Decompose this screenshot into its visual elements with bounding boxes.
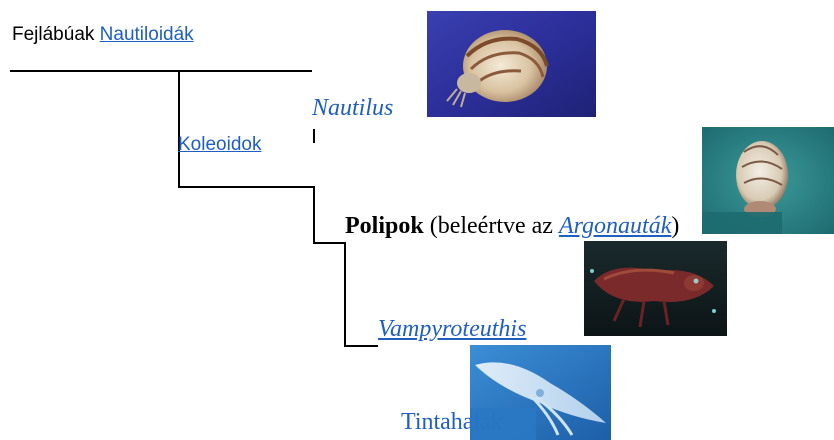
root-label: Fejlábúak xyxy=(12,24,95,45)
nautilus-photo xyxy=(427,11,596,117)
nautilus-text[interactable]: Nautilus xyxy=(312,95,394,121)
polipok-horizontal-line xyxy=(313,242,345,244)
vampyroteuthis-link[interactable]: Vampyroteuthis xyxy=(378,316,527,342)
koleoidok-vertical-line xyxy=(178,70,180,187)
squid-photo-overlay xyxy=(470,408,536,440)
nautilus-label[interactable]: Nautilus xyxy=(312,94,393,122)
polipok-vertical-line xyxy=(313,186,315,243)
polipok-paren-open: (beleértve az xyxy=(429,213,559,239)
root-branch-line xyxy=(10,70,312,72)
argonaut-photo-overlay xyxy=(702,212,782,234)
nautiloidak-link[interactable]: Nautiloidák xyxy=(99,24,194,45)
polipok-bold: Polipok xyxy=(345,213,424,239)
vampyroteuthis-horizontal-line xyxy=(344,345,378,347)
polipok-paren-close: ) xyxy=(671,213,680,239)
vampire-squid-photo xyxy=(584,241,727,336)
koleoidok-horizontal-line xyxy=(178,186,313,188)
header: Fejlábúak Nautiloidák xyxy=(12,24,194,46)
vampyroteuthis-vertical-line xyxy=(344,242,346,346)
polipok-label: Polipok (beleértve az Argonauták) xyxy=(345,212,679,240)
nautilus-stub-line xyxy=(313,129,315,143)
argonauta-link[interactable]: Argonauták xyxy=(558,213,672,239)
koleoidok-link[interactable]: Koleoidok xyxy=(178,134,262,155)
